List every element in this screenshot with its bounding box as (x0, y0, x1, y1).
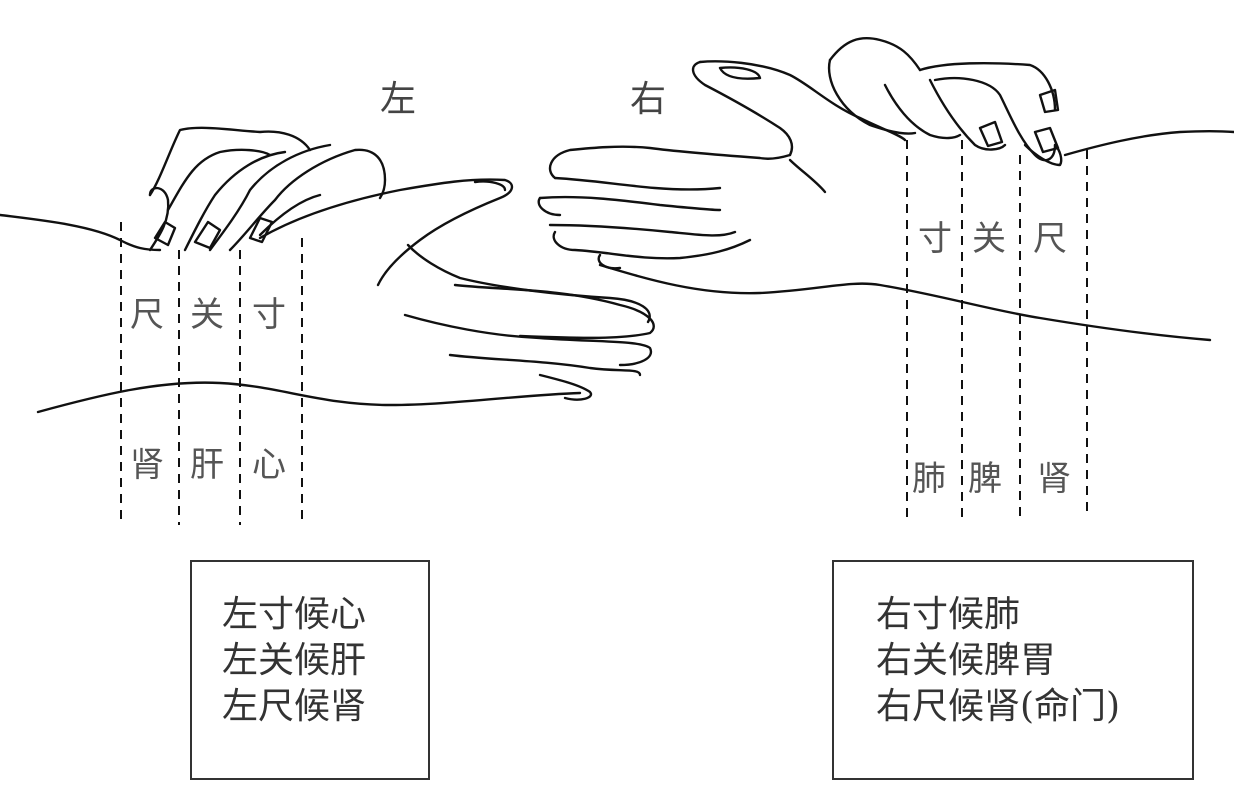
guide-lines (120, 140, 1088, 525)
left-patient-hand (258, 178, 655, 401)
left-caption-line-2: 左关候肝 (222, 640, 367, 681)
left-examiner-hand (148, 126, 387, 252)
right-patient-hand (537, 60, 907, 270)
right-examiner-hand (827, 37, 1063, 167)
left-position-cun: 寸 (252, 295, 286, 335)
right-wrist-outline (598, 130, 1234, 342)
right-caption-line-2: 右关候脾胃 (876, 640, 1057, 681)
left-caption-box: 左寸候心 左关候肝 左尺候肾 (190, 560, 430, 780)
right-position-cun: 寸 (918, 219, 952, 259)
right-caption-box: 右寸候肺 右关候脾胃 右尺候肾(命门) (832, 560, 1194, 780)
left-position-guan: 关 (190, 295, 224, 335)
left-wrist-outline (0, 213, 582, 414)
left-organ-heart: 心 (252, 445, 286, 485)
left-caption-line-1: 左寸候心 (222, 594, 367, 635)
right-side-label: 右 (630, 79, 667, 120)
right-organ-lung: 肺 (912, 459, 946, 499)
right-organ-spleen: 脾 (968, 459, 1002, 499)
left-side-label: 左 (380, 79, 417, 120)
right-position-chi: 尺 (1033, 219, 1067, 259)
right-position-guan: 关 (972, 219, 1006, 259)
right-organ-kidney: 肾 (1037, 459, 1071, 499)
left-organ-liver: 肝 (190, 445, 224, 485)
left-organ-kidney: 肾 (130, 445, 164, 485)
right-caption-line-3: 右尺候肾(命门) (876, 686, 1121, 727)
left-position-chi: 尺 (130, 295, 164, 335)
left-caption-line-3: 左尺候肾 (222, 686, 367, 727)
right-caption-line-1: 右寸候肺 (876, 594, 1021, 635)
